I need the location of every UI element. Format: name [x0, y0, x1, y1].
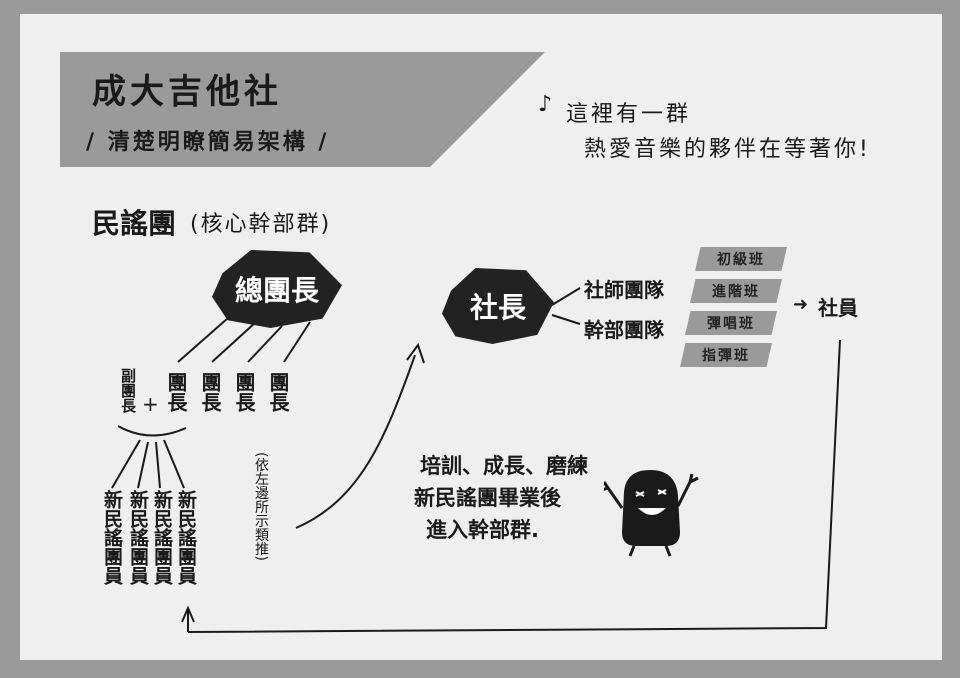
- training-line-3: 進入幹部群.: [426, 518, 539, 542]
- training-line-1: 培訓、成長、磨練: [420, 454, 588, 478]
- leader-label-3: 團長: [232, 372, 256, 412]
- arrow-right-icon: ➜: [793, 294, 809, 315]
- class-tag-3: 彈唱班: [685, 311, 777, 335]
- member-label-4: 新民謠團員: [175, 490, 197, 585]
- club-title: 成大吉他社: [92, 72, 282, 112]
- section-subtitle: (核心幹部群): [190, 212, 332, 237]
- music-note-icon: ♪: [538, 92, 553, 117]
- leader-label-4: 團長: [266, 372, 290, 412]
- note-line-1: 這裡有一群: [566, 102, 692, 127]
- structure-subtitle: / 清楚明瞭簡易架構 /: [86, 130, 330, 155]
- plus-sign: +: [142, 392, 159, 416]
- team-label-2: 幹部團隊: [584, 318, 664, 342]
- class-tag-4: 指彈班: [680, 343, 772, 367]
- leader-label-2: 團長: [198, 372, 222, 412]
- president-label: 社長: [469, 291, 526, 324]
- member-label-3: 新民謠團員: [151, 490, 173, 585]
- class-tag-2: 進階班: [690, 279, 782, 303]
- section-title: 民謠團: [92, 207, 177, 240]
- leader-label-1: 團長: [164, 372, 188, 412]
- vice-leader-label: 副團長: [119, 368, 137, 413]
- mascot-character-icon: [604, 470, 699, 557]
- training-line-2: 新民謠團畢業後: [414, 486, 561, 510]
- chief-leader-box: 總團長: [212, 250, 342, 328]
- etc-note: (依左邊所示類推): [253, 452, 269, 561]
- team-label-1: 社師團隊: [584, 278, 664, 302]
- member-result-label: 社員: [818, 296, 858, 320]
- member-label-1: 新民謠團員: [101, 490, 123, 585]
- chief-leader-label: 總團長: [234, 274, 319, 307]
- title-banner: [60, 52, 545, 167]
- class-tag-1: 初級班: [695, 247, 787, 271]
- member-label-2: 新民謠團員: [127, 490, 149, 585]
- note-line-2: 熱愛音樂的夥伴在等著你!: [584, 137, 871, 162]
